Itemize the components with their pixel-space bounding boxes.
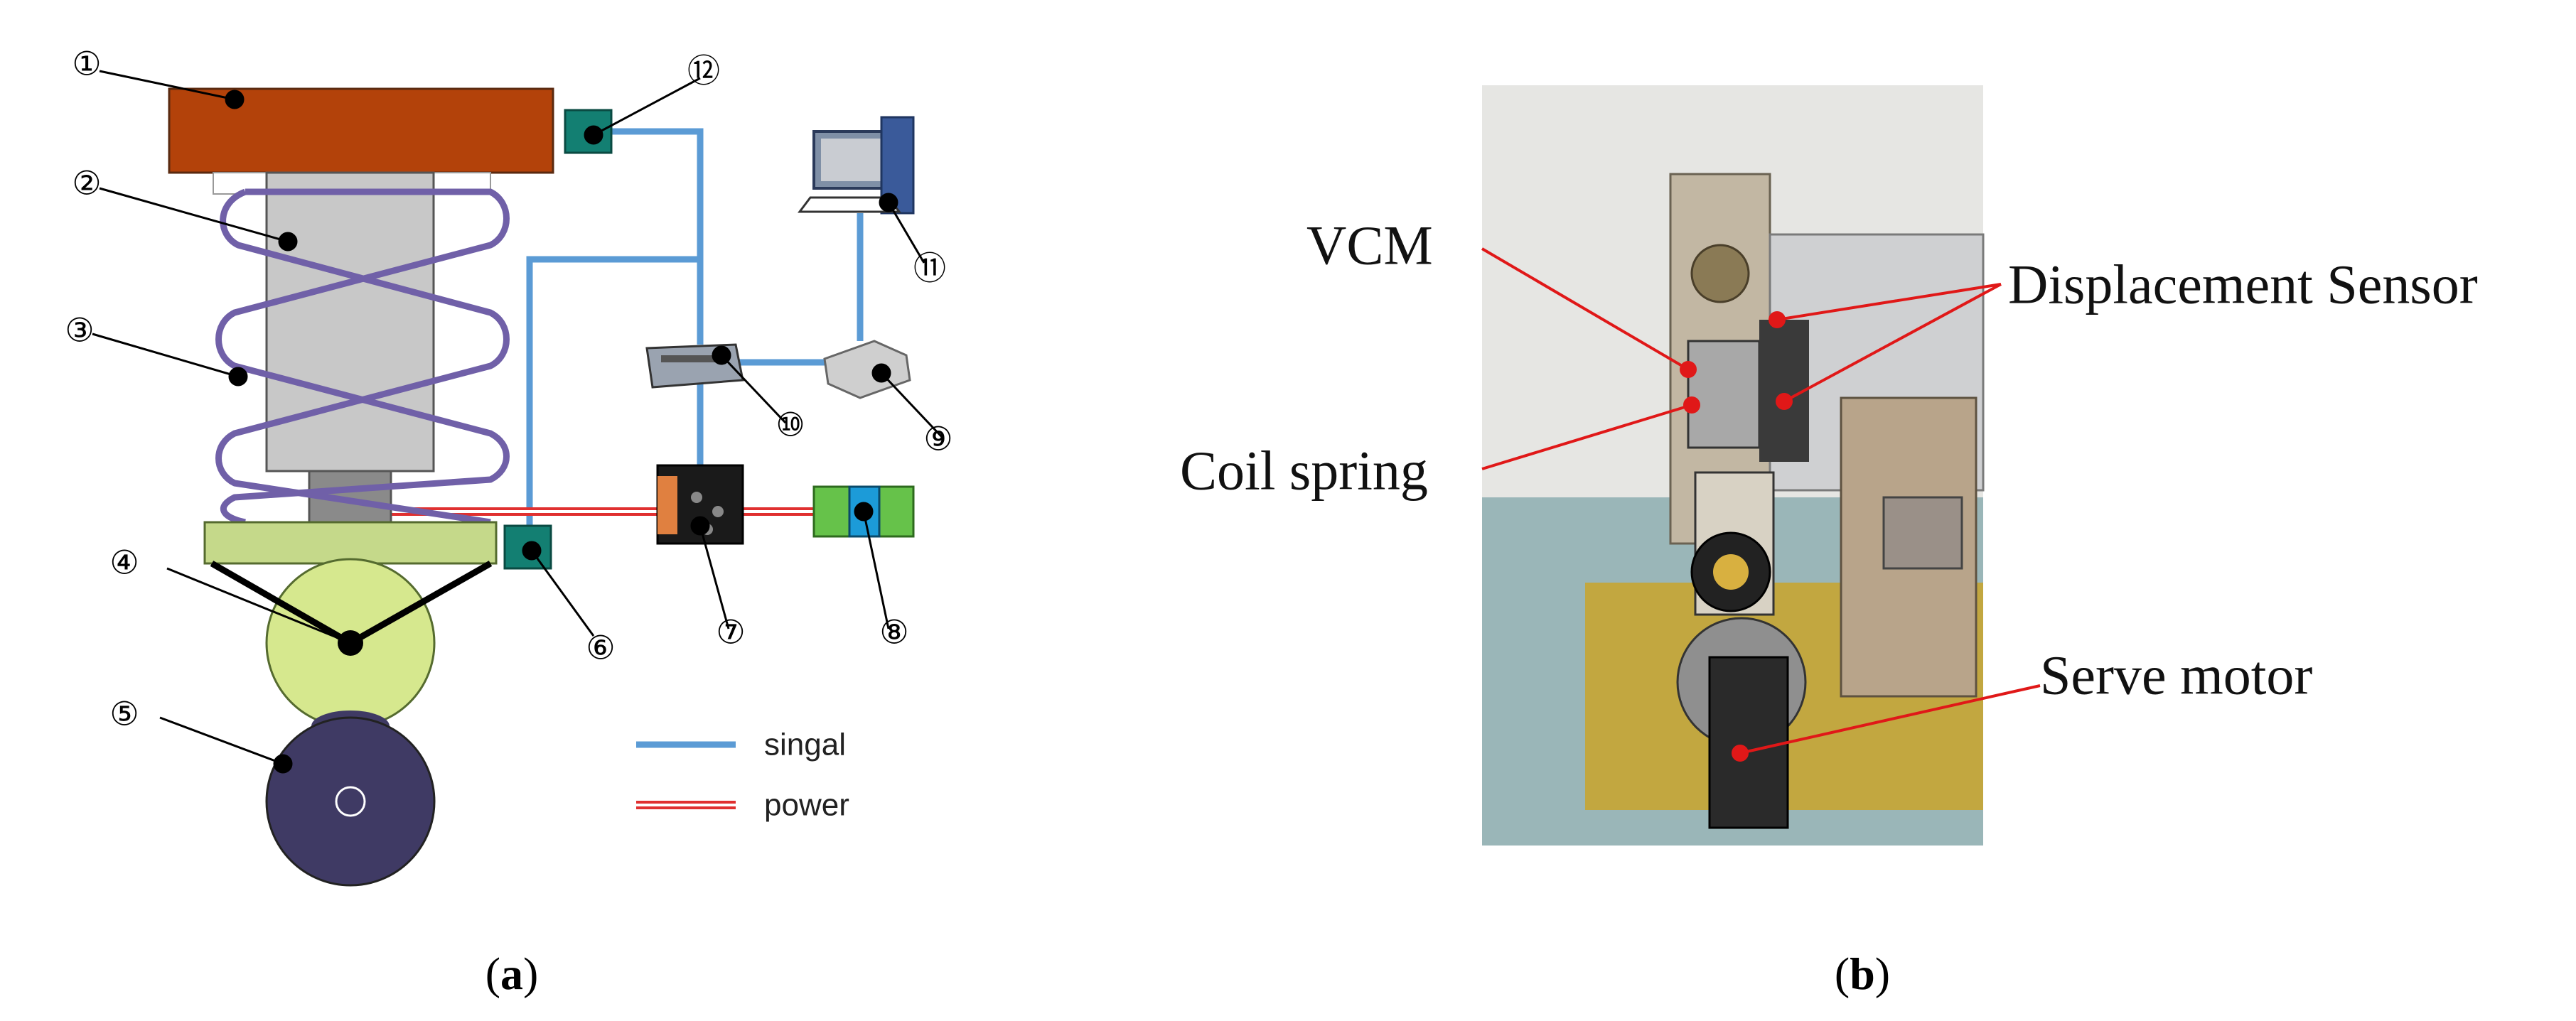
callout-8: ⑧ bbox=[879, 615, 908, 651]
panel-b-photo: VCM Displacement Sensor Coil spring Serv… bbox=[1180, 85, 2478, 999]
callout-numbers: ① ② ③ ④ ⑤ ⑥ ⑦ ⑧ ⑨ ⑩ ⑪ ⑫ bbox=[65, 46, 952, 733]
callout-7: ⑦ bbox=[716, 615, 745, 651]
label-displacement-sensor: Displacement Sensor bbox=[2008, 254, 2478, 315]
photo-leader-lines bbox=[1481, 247, 2041, 762]
photo-right-shaft bbox=[1882, 496, 1963, 570]
signal-wire-sensor12 bbox=[601, 128, 704, 345]
leader-coil-spring bbox=[1481, 404, 1692, 470]
photo-wheel-hub bbox=[1713, 554, 1749, 590]
leader-vcm bbox=[1481, 247, 1690, 371]
legend-power-label: power bbox=[764, 788, 849, 823]
callout-6: ⑥ bbox=[586, 630, 615, 666]
photo-black-cables bbox=[1759, 320, 1809, 462]
legend: singal power bbox=[636, 728, 849, 823]
signal-wires bbox=[526, 128, 864, 536]
damper-body bbox=[265, 171, 435, 472]
label-coil-spring: Coil spring bbox=[1180, 440, 1428, 502]
photo-rig-top-disc bbox=[1690, 244, 1750, 303]
sensor-box-12 bbox=[564, 109, 613, 154]
callout-9: ⑨ bbox=[923, 421, 952, 458]
coil-spring bbox=[215, 188, 510, 526]
caption-b: (b) bbox=[1835, 949, 1890, 999]
callout-12: ⑫ bbox=[687, 53, 720, 90]
leader-displacement-2 bbox=[1783, 283, 2002, 403]
callout-3: ③ bbox=[65, 313, 94, 349]
label-vcm: VCM bbox=[1306, 215, 1433, 276]
callout-5: ⑤ bbox=[109, 696, 139, 733]
label-serve-motor: Serve motor bbox=[2040, 644, 2312, 706]
callout-1: ① bbox=[72, 46, 101, 82]
caption-b-letter: b bbox=[1850, 949, 1875, 999]
caption-a: (a) bbox=[485, 949, 539, 999]
can-adapter bbox=[823, 340, 911, 399]
base-plate bbox=[203, 521, 498, 565]
callout-4: ④ bbox=[109, 545, 139, 581]
photo-servo-motor bbox=[1708, 656, 1789, 829]
photo-vcm-unit bbox=[1687, 340, 1761, 449]
sensor-box-6 bbox=[503, 524, 552, 570]
leader-displacement-1 bbox=[1776, 283, 2002, 321]
drum-center bbox=[335, 786, 366, 817]
caption-a-letter: a bbox=[500, 949, 523, 999]
callout-2: ② bbox=[72, 166, 101, 202]
signal-wire-sensor6 bbox=[526, 256, 700, 536]
motor-driver bbox=[656, 464, 744, 545]
callout-11: ⑪ bbox=[913, 251, 946, 287]
leader-serve-motor bbox=[1739, 684, 2041, 755]
callout-leaders bbox=[92, 70, 943, 774]
callout-10: ⑩ bbox=[776, 407, 805, 443]
drum-roller bbox=[265, 716, 436, 887]
legend-signal-label: singal bbox=[764, 728, 846, 762]
panel-a-schematic: ① ② ③ ④ ⑤ ⑥ ⑦ ⑧ ⑨ ⑩ ⑪ ⑫ singal power (a) bbox=[65, 46, 952, 999]
computer bbox=[798, 116, 915, 215]
